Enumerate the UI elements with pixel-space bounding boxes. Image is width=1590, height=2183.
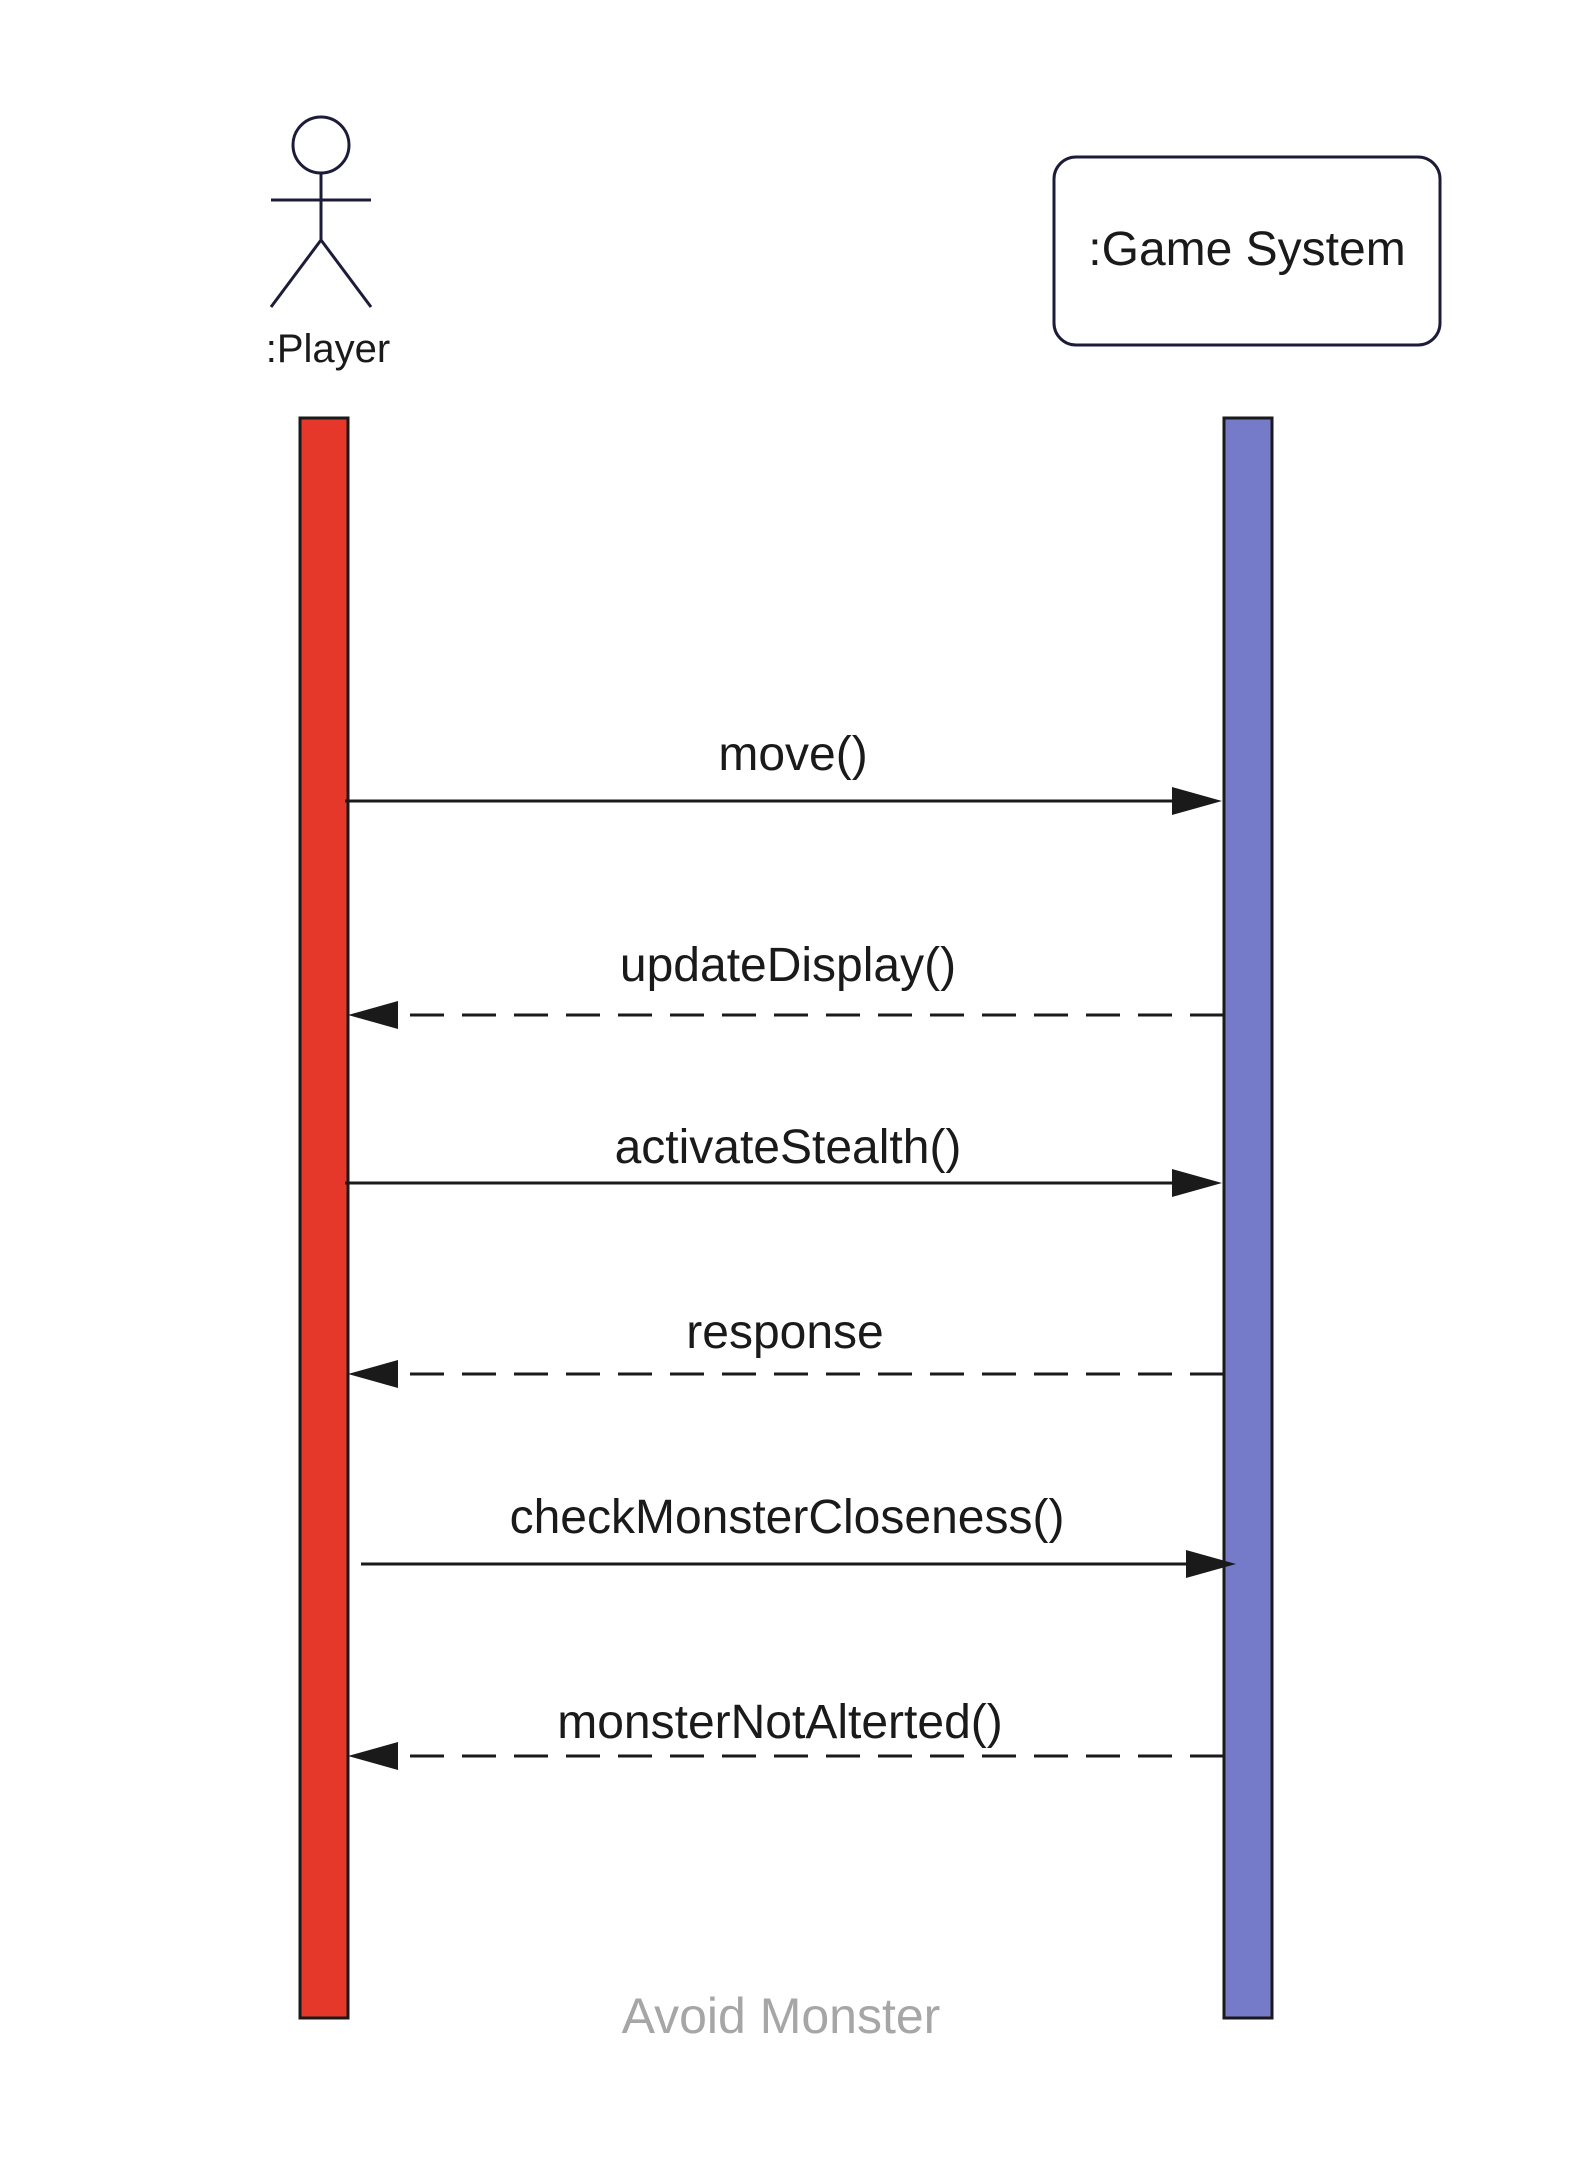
message-5[interactable]: checkMonsterCloseness() — [361, 1491, 1236, 1578]
actor-head — [291, 115, 351, 175]
diagram-caption: Avoid Monster — [622, 1988, 941, 2044]
game-system-activation-bar[interactable] — [1222, 416, 1274, 2020]
game-system-label: :Game System — [1088, 223, 1405, 276]
message-3[interactable]: activateStealth() — [345, 1121, 1222, 1197]
message-5-arrowhead — [1186, 1550, 1236, 1578]
actor-right-leg — [319, 239, 373, 308]
player-actor-icon[interactable] — [269, 115, 373, 308]
message-2[interactable]: updateDisplay() — [348, 939, 1224, 1029]
message-6-label: monsterNotAlterted() — [557, 1696, 1002, 1749]
message-1-arrowhead — [1172, 787, 1222, 815]
message-4-label: response — [686, 1306, 883, 1359]
actor-left-leg — [269, 239, 323, 308]
message-3-arrowhead — [1172, 1169, 1222, 1197]
message-3-label: activateStealth() — [615, 1121, 962, 1174]
player-activation-bar[interactable] — [298, 416, 350, 2020]
message-2-label: updateDisplay() — [620, 939, 956, 992]
message-4[interactable]: response — [348, 1306, 1224, 1388]
message-6-arrowhead — [348, 1742, 398, 1770]
message-6[interactable]: monsterNotAlterted() — [348, 1696, 1224, 1770]
game-system-box[interactable] — [1052, 155, 1442, 347]
player-label: :Player — [266, 327, 391, 371]
message-2-arrowhead — [348, 1001, 398, 1029]
message-4-arrowhead — [348, 1360, 398, 1388]
message-5-label: checkMonsterCloseness() — [510, 1491, 1065, 1544]
message-1[interactable]: move() — [345, 728, 1222, 815]
message-1-label: move() — [718, 728, 867, 781]
